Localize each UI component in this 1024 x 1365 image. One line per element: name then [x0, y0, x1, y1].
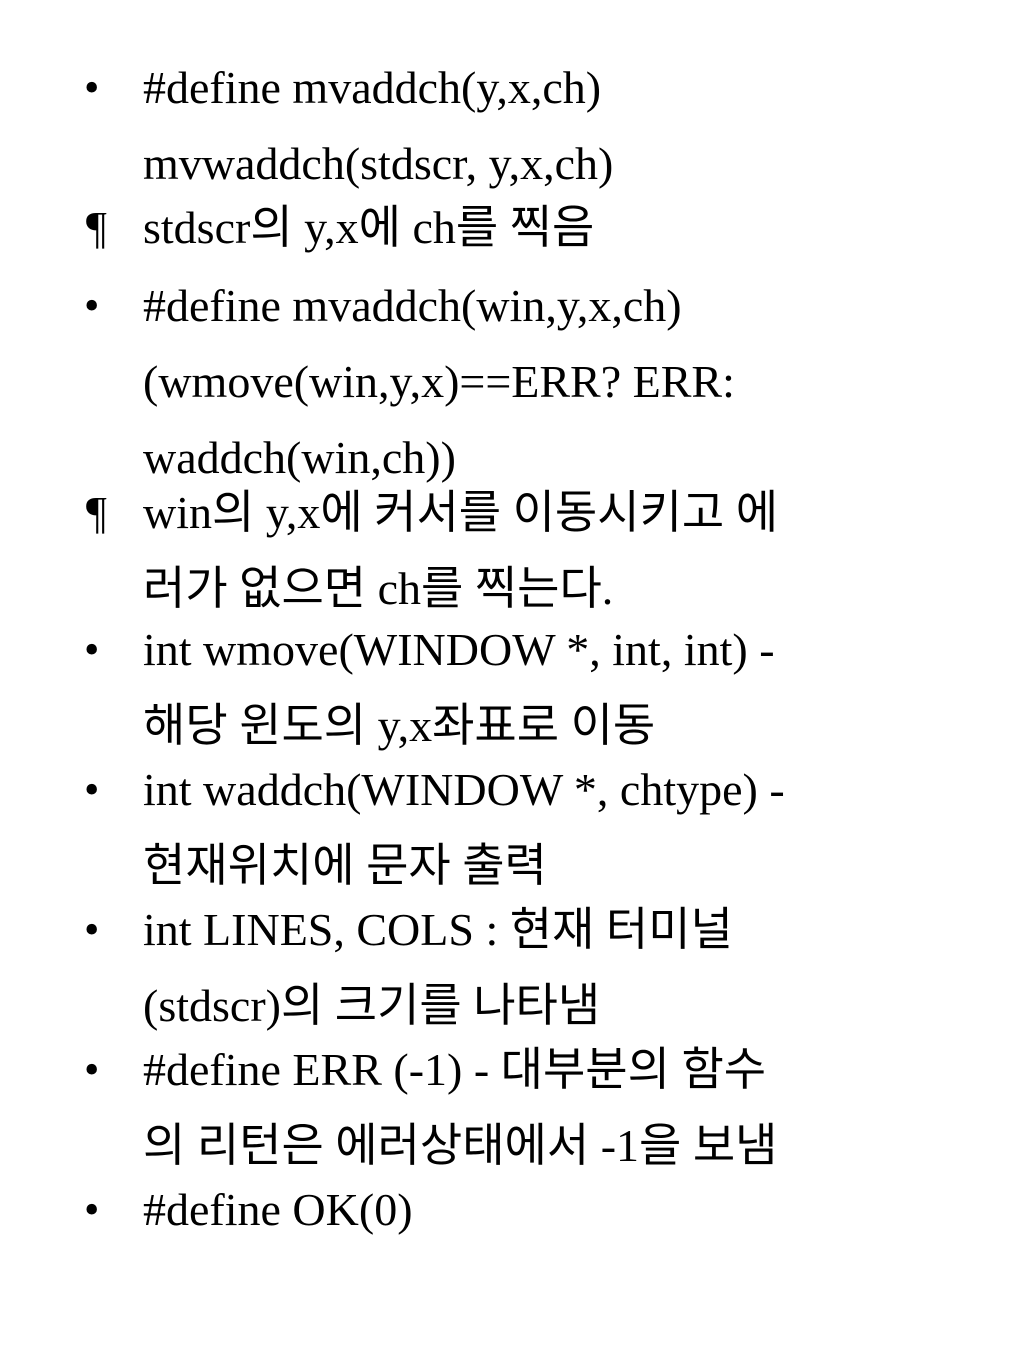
pilcrow-marker: ¶ — [86, 202, 107, 253]
list-item-text: #define mvaddch(win,y,x,ch) (wmove(win,y… — [143, 280, 735, 483]
bullet-marker: • — [84, 765, 100, 814]
bullet-marker: • — [84, 63, 100, 112]
list-item-text: #define ERR (-1) - 대부분의 함수 의 리턴은 에러상태에서 … — [143, 1044, 778, 1171]
list-item-text: int waddch(WINDOW *, chtype) - 현재위치에 문자 … — [143, 764, 785, 891]
pilcrow-marker: ¶ — [86, 487, 107, 538]
bullet-marker: • — [84, 281, 100, 330]
bullet-marker: • — [84, 905, 100, 954]
list-item-text: int LINES, COLS : 현재 터미널 (stdscr)의 크기를 나… — [143, 904, 733, 1031]
list-item-text: stdscr의 y,x에 ch를 찍음 — [143, 202, 595, 253]
list-item-text: int wmove(WINDOW *, int, int) - 해당 윈도의 y… — [143, 624, 775, 751]
list-item-text: #define mvaddch(y,x,ch) mvwaddch(stdscr,… — [143, 62, 614, 189]
list-item-text: win의 y,x에 커서를 이동시키고 에 러가 없으면 ch를 찍는다. — [143, 487, 779, 614]
bullet-marker: • — [84, 1045, 100, 1094]
bullet-marker: • — [84, 625, 100, 674]
list-item-text: #define OK(0) — [143, 1184, 413, 1235]
bullet-marker: • — [84, 1185, 100, 1234]
